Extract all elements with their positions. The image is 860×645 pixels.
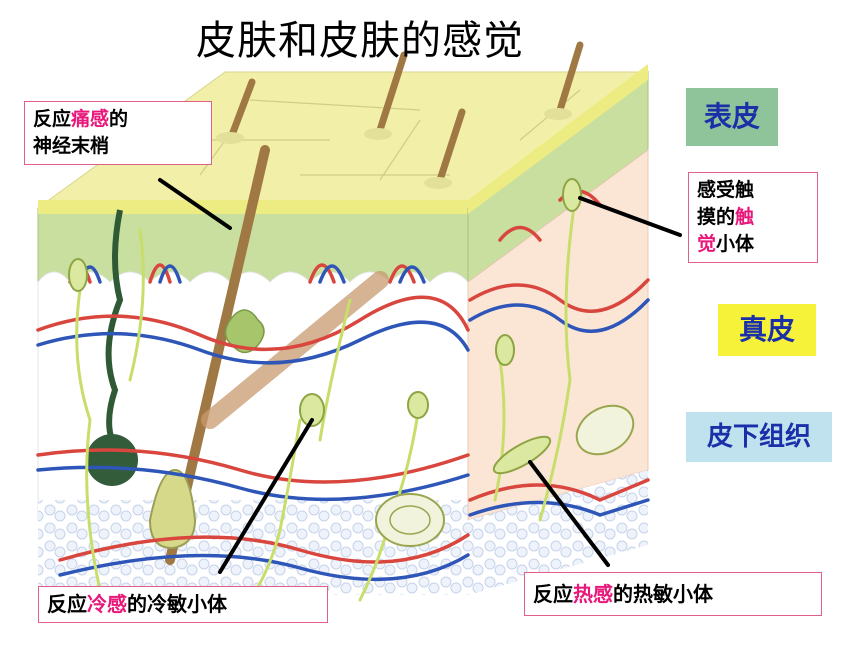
label-cold-receptor: 反应冷感的冷敏小体 [38,586,328,623]
slanted-hair [201,271,389,429]
sweat-gland [86,434,138,486]
label-touch-corpuscle: 感受触 摸的触 觉小体 [688,172,818,263]
label-touch-line3: 觉小体 [697,233,755,255]
page-title: 皮肤和皮肤的感觉 [196,18,524,64]
lamellar-corpuscle-side [575,404,635,456]
pointer-lines [158,178,682,574]
hair-shafts [228,41,584,184]
layer-tag-dermis: 真皮 [718,304,816,356]
lamellar-corpuscle-front [375,493,445,547]
label-touch-line2: 摸的触 [697,206,755,228]
cold-receptor-corpuscle [299,393,325,427]
label-pain-line2: 神经末梢 [33,135,110,157]
hair-follicle-openings [216,108,572,189]
lamellar-corpuscle-inner [389,505,431,535]
layer-tag-hypodermis: 皮下组织 [686,412,832,462]
touch-corpuscle-front [68,258,88,292]
label-heat-receptor: 反应热感的热敏小体 [524,572,822,616]
label-touch-line1: 感受触 [697,179,755,201]
label-pain-line1: 反应痛感的 [33,108,129,130]
label-heat-highlight: 热感 [573,582,613,606]
small-corpuscle-right [407,391,429,419]
label-pain-highlight: 痛感 [71,108,110,130]
sebaceous-gland [224,309,265,354]
label-touch-highlight-2: 觉 [697,233,717,255]
blood-vessels [36,189,650,582]
heat-receptor-corpuscle [492,435,552,475]
label-pain-nerve-ending: 反应痛感的 神经末梢 [24,101,212,165]
sweat-duct [105,209,124,441]
label-cold-highlight: 冷感 [87,592,127,616]
touch-corpuscle-side [562,178,582,212]
layer-tag-epidermis: 表皮 [686,88,778,146]
label-touch-highlight: 触 [735,206,755,228]
hair-follicle [148,468,197,550]
side-face-top-edge [468,64,648,214]
small-corpuscle-side [495,334,515,366]
side-face-hypodermis [468,470,648,595]
